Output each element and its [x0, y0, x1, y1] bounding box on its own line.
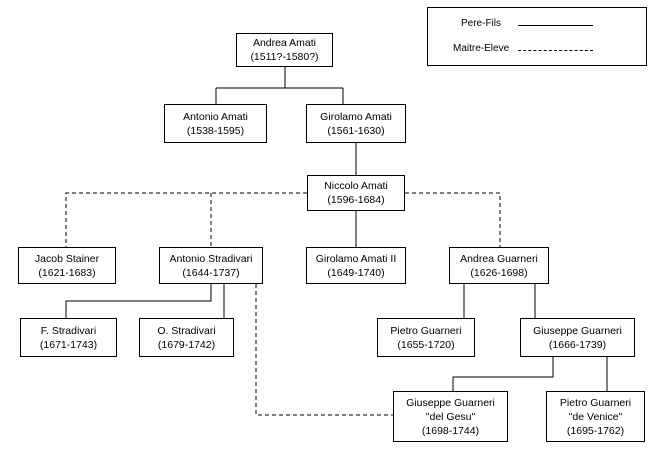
dash-niccolo-right [405, 192, 501, 247]
legend: Pere-Fils Maitre-Eleve [427, 7, 647, 66]
person-name: Antonio Amati [183, 110, 248, 123]
person-dates: (1644-1737) [182, 266, 240, 279]
person-name: Girolamo Amati II [315, 252, 397, 265]
person-giuseppe-guarneri: Giuseppe Guarneri (1666-1739) [520, 318, 635, 357]
person-pietro-guarneri: Pietro Guarneri (1655-1720) [377, 318, 475, 357]
legend-label-maitre-eleve: Maitre-Eleve [453, 43, 510, 54]
legend-solid-line [518, 25, 593, 26]
person-pietro-guarneri-de-venice: Pietro Guarneri "de Venice" (1695-1762) [546, 391, 645, 442]
person-name: Antonio Stradivari [169, 252, 253, 265]
person-andrea-guarneri: Andrea Guarneri (1626-1698) [449, 247, 549, 284]
legend-label-pere-fils: Pere-Fils [461, 18, 502, 29]
person-dates: (1621-1683) [38, 266, 96, 279]
person-dates: (1538-1595) [186, 124, 245, 137]
person-dates: (1671-1743) [39, 338, 98, 351]
person-dates: (1655-1720) [397, 338, 455, 351]
person-name: Pietro Guarneri [390, 324, 462, 337]
person-andrea-amati: Andrea Amati (1511?-1580?) [236, 33, 333, 67]
person-dates: (1626-1698) [470, 266, 528, 279]
person-dates: (1511?-1580?) [250, 51, 319, 63]
legend-dashed-line [518, 50, 593, 51]
person-nickname: "de Venice" [568, 410, 623, 423]
person-name: Giuseppe Guarneri [533, 324, 622, 337]
dash-stradivari-to-del-gesu [255, 284, 393, 416]
person-o-stradivari: O. Stradivari (1679-1742) [139, 318, 234, 357]
person-name: Jacob Stainer [34, 252, 100, 265]
person-dates: (1649-1740) [327, 266, 385, 279]
person-antonio-amati: Antonio Amati (1538-1595) [164, 104, 267, 143]
person-name: Niccolo Amati [324, 180, 388, 192]
person-nickname: "del Gesu" [425, 410, 476, 423]
person-giuseppe-guarneri-del-gesu: Giuseppe Guarneri "del Gesu" (1698-1744) [393, 391, 508, 442]
person-name: Andrea Guarneri [460, 252, 538, 265]
person-dates: (1561-1630) [327, 124, 385, 137]
person-dates: (1679-1742) [157, 338, 216, 351]
person-name: F. Stradivari [40, 324, 97, 337]
person-girolamo-amati-ii: Girolamo Amati II (1649-1740) [306, 247, 406, 284]
person-dates: (1596-1684) [327, 194, 385, 206]
person-name: Giuseppe Guarneri [406, 396, 495, 409]
person-niccolo-amati: Niccolo Amati (1596-1684) [307, 175, 405, 211]
line-stradivari-to-sons [65, 284, 212, 318]
person-dates: (1666-1739) [548, 338, 607, 351]
person-jacob-stainer: Jacob Stainer (1621-1683) [18, 247, 116, 284]
person-name: Pietro Guarneri [559, 396, 632, 409]
person-f-stradivari: F. Stradivari (1671-1743) [20, 318, 117, 357]
person-girolamo-amati: Girolamo Amati (1561-1630) [306, 104, 406, 143]
person-dates: (1698-1744) [421, 424, 480, 437]
person-antonio-stradivari: Antonio Stradivari (1644-1737) [159, 247, 263, 284]
person-dates: (1695-1762) [566, 424, 625, 437]
dash-niccolo-left [65, 192, 307, 247]
person-name: Girolamo Amati [320, 110, 392, 123]
person-name: O. Stradivari [157, 324, 216, 337]
line-to-del-gesu [452, 357, 554, 391]
person-name: Andrea Amati [252, 37, 317, 49]
